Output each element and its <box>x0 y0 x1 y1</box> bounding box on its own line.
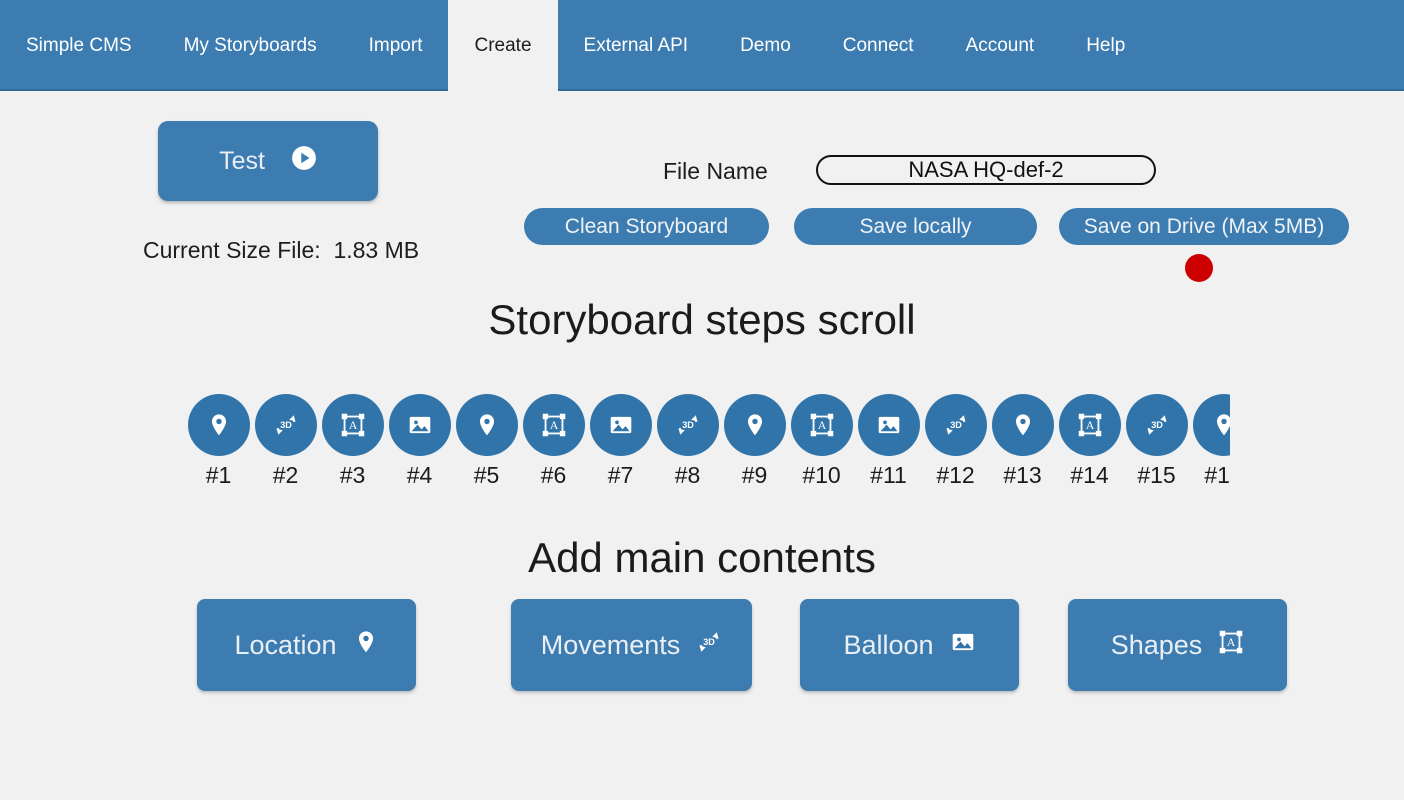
location-pin-icon[interactable] <box>1192 394 1230 456</box>
file-name-input[interactable] <box>816 155 1156 185</box>
content-button-label: Balloon <box>843 629 934 660</box>
location-pin-icon <box>353 629 379 662</box>
storyboard-step[interactable]: 3D #2 <box>252 394 319 487</box>
storyboard-step-label: #13 <box>1003 462 1042 488</box>
shapes-icon[interactable]: A <box>1058 394 1121 456</box>
storyboard-step[interactable]: A #6 <box>520 394 587 487</box>
add-main-contents-heading: Add main contents <box>528 534 876 581</box>
storyboard-step[interactable]: 3D #8 <box>654 394 721 487</box>
create-page-stage: Test Current Size File: 1.83 MB File Nam… <box>0 91 1404 800</box>
storyboard-step[interactable]: A #3 <box>319 394 386 487</box>
storyboard-step-label: #9 <box>741 462 768 488</box>
location-pin-icon[interactable] <box>991 394 1054 456</box>
add-shapes-button[interactable]: Shapes A <box>1068 599 1287 691</box>
shapes-icon: A <box>1218 629 1244 662</box>
image-icon <box>950 629 976 662</box>
storyboard-step-label: #5 <box>473 462 500 488</box>
storyboard-step-label: #6 <box>540 462 567 488</box>
storyboard-step-label: #12 <box>936 462 975 488</box>
storyboard-step-label: #16 <box>1204 462 1230 488</box>
storyboard-step[interactable]: #1 <box>185 394 252 487</box>
svg-text:A: A <box>817 418 826 432</box>
storyboard-steps-scroller[interactable]: #1 3D #2 A #3 #4 #5 A #6 #7 3D #8 #9 A #10 #11 3D #12 #13 A… <box>185 394 1230 499</box>
nav-item-create[interactable]: Create <box>448 0 558 91</box>
add-balloon-button[interactable]: Balloon <box>800 599 1019 691</box>
nav-item-account[interactable]: Account <box>965 34 1035 56</box>
record-dot-icon <box>1185 254 1213 282</box>
3d-rotate-icon[interactable]: 3D <box>254 394 317 456</box>
shapes-icon[interactable]: A <box>522 394 585 456</box>
storyboard-step[interactable]: #7 <box>587 394 654 487</box>
storyboard-step[interactable]: #5 <box>453 394 520 487</box>
nav-item-connect[interactable]: Connect <box>842 34 914 56</box>
nav-item-help[interactable]: Help <box>1086 34 1126 56</box>
content-button-label: Shapes <box>1110 629 1203 660</box>
image-icon[interactable] <box>388 394 451 456</box>
svg-text:3D: 3D <box>703 636 715 646</box>
save-locally-button[interactable]: Save locally <box>794 208 1037 245</box>
3d-rotate-icon[interactable]: 3D <box>1125 394 1188 456</box>
content-button-label: Movements <box>540 629 681 660</box>
svg-text:A: A <box>549 418 558 432</box>
nav-item-import[interactable]: Import <box>368 34 423 56</box>
nav-item-external-api[interactable]: External API <box>583 34 689 56</box>
storyboard-step[interactable]: A #10 <box>788 394 855 487</box>
storyboard-step[interactable]: #13 <box>989 394 1056 487</box>
storyboard-step-label: #3 <box>339 462 366 488</box>
storyboard-step-label: #14 <box>1070 462 1109 488</box>
storyboard-step[interactable]: 3D #15 <box>1123 394 1190 487</box>
storyboard-step-label: #8 <box>674 462 701 488</box>
3d-rotate-icon: 3D <box>696 629 722 662</box>
storyboard-step[interactable]: #9 <box>721 394 788 487</box>
add-location-button[interactable]: Location <box>197 599 416 691</box>
location-pin-icon[interactable] <box>455 394 518 456</box>
svg-text:3D: 3D <box>950 420 962 430</box>
3d-rotate-icon[interactable]: 3D <box>656 394 719 456</box>
nav-item-my-storyboards[interactable]: My Storyboards <box>183 34 317 56</box>
storyboard-steps-heading: Storyboard steps scroll <box>488 296 916 343</box>
storyboard-step[interactable]: #16 <box>1190 394 1230 487</box>
svg-text:3D: 3D <box>682 420 694 430</box>
location-pin-icon[interactable] <box>187 394 250 456</box>
svg-text:A: A <box>1227 635 1236 649</box>
current-file-size-text: Current Size File: 1.83 MB <box>143 237 420 263</box>
storyboard-step-label: #7 <box>607 462 634 488</box>
location-pin-icon[interactable] <box>723 394 786 456</box>
storyboard-step-label: #1 <box>205 462 232 488</box>
clean-storyboard-button[interactable]: Clean Storyboard <box>524 208 769 245</box>
3d-rotate-icon[interactable]: 3D <box>924 394 987 456</box>
test-button-label: Test <box>219 146 265 175</box>
add-movements-button[interactable]: Movements 3D <box>511 599 752 691</box>
svg-text:3D: 3D <box>280 420 292 430</box>
svg-text:3D: 3D <box>1151 420 1163 430</box>
storyboard-step[interactable]: A #14 <box>1056 394 1123 487</box>
shapes-icon[interactable]: A <box>321 394 384 456</box>
svg-text:A: A <box>1085 418 1094 432</box>
test-button[interactable]: Test <box>158 121 378 201</box>
storyboard-step[interactable]: #11 <box>855 394 922 487</box>
nav-item-simple-cms[interactable]: Simple CMS <box>26 34 132 56</box>
save-on-drive-button[interactable]: Save on Drive (Max 5MB) <box>1059 208 1349 245</box>
svg-text:A: A <box>348 418 357 432</box>
storyboard-step-label: #10 <box>802 462 841 488</box>
storyboard-step-label: #11 <box>870 462 907 488</box>
storyboard-step-label: #2 <box>272 462 299 488</box>
content-button-label: Location <box>234 629 337 660</box>
image-icon[interactable] <box>589 394 652 456</box>
play-circle-icon <box>291 145 317 178</box>
storyboard-step[interactable]: #4 <box>386 394 453 487</box>
image-icon[interactable] <box>857 394 920 456</box>
shapes-icon[interactable]: A <box>790 394 853 456</box>
top-navigation-bar: Simple CMS My Storyboards Import Create Exte… <box>0 0 1404 91</box>
storyboard-step-label: #4 <box>406 462 433 488</box>
storyboard-step[interactable]: 3D #12 <box>922 394 989 487</box>
storyboard-step-label: #15 <box>1137 462 1176 488</box>
nav-item-demo[interactable]: Demo <box>740 34 791 56</box>
storyboard-steps-track: #1 3D #2 A #3 #4 #5 A #6 #7 3D #8 #9 A #10 #11 3D #12 #13 A… <box>185 394 1230 487</box>
file-name-label: File Name <box>663 158 768 184</box>
